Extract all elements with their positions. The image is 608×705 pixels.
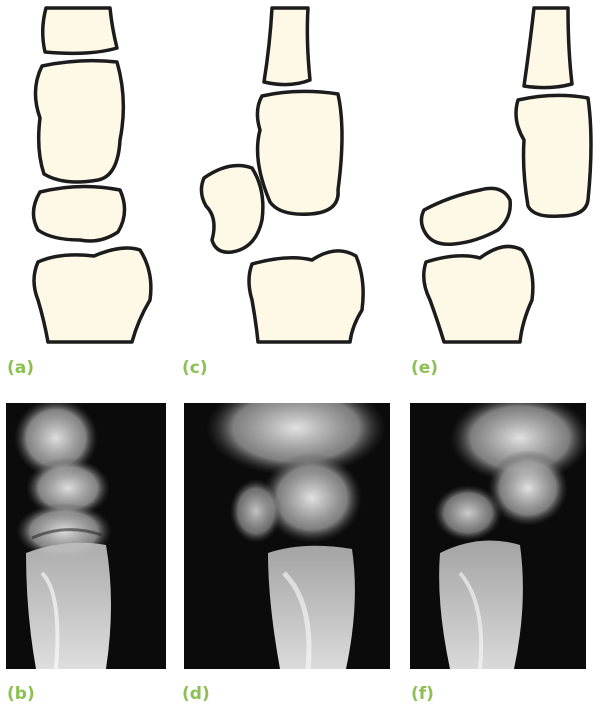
scaphoid-bone: [33, 186, 124, 241]
scaphoid-bone: [201, 166, 262, 253]
capitate-bone: [524, 8, 572, 88]
illustration-a: [0, 0, 180, 345]
capitate-bone: [264, 8, 310, 85]
lunate-bone: [516, 95, 591, 216]
xray-b: [6, 403, 166, 669]
panel-label-c: (c): [182, 358, 208, 378]
xray-f: [410, 403, 586, 669]
radius-bone: [249, 251, 363, 342]
scaphoid-bone: [421, 188, 510, 244]
illustration-c: [190, 0, 390, 345]
panel-label-f: (f): [411, 684, 434, 704]
panel-label-e: (e): [411, 358, 438, 378]
panel-label-b: (b): [7, 684, 35, 704]
radius-bone: [424, 246, 533, 342]
lunate-bone: [35, 61, 123, 182]
panel-label-d: (d): [182, 684, 210, 704]
illustration-e: [410, 0, 608, 345]
xray-d: [184, 403, 390, 669]
panel-label-a: (a): [7, 358, 34, 378]
capitate-bone: [43, 8, 117, 53]
radius-bone: [34, 248, 151, 342]
lunate-bone: [257, 91, 342, 214]
